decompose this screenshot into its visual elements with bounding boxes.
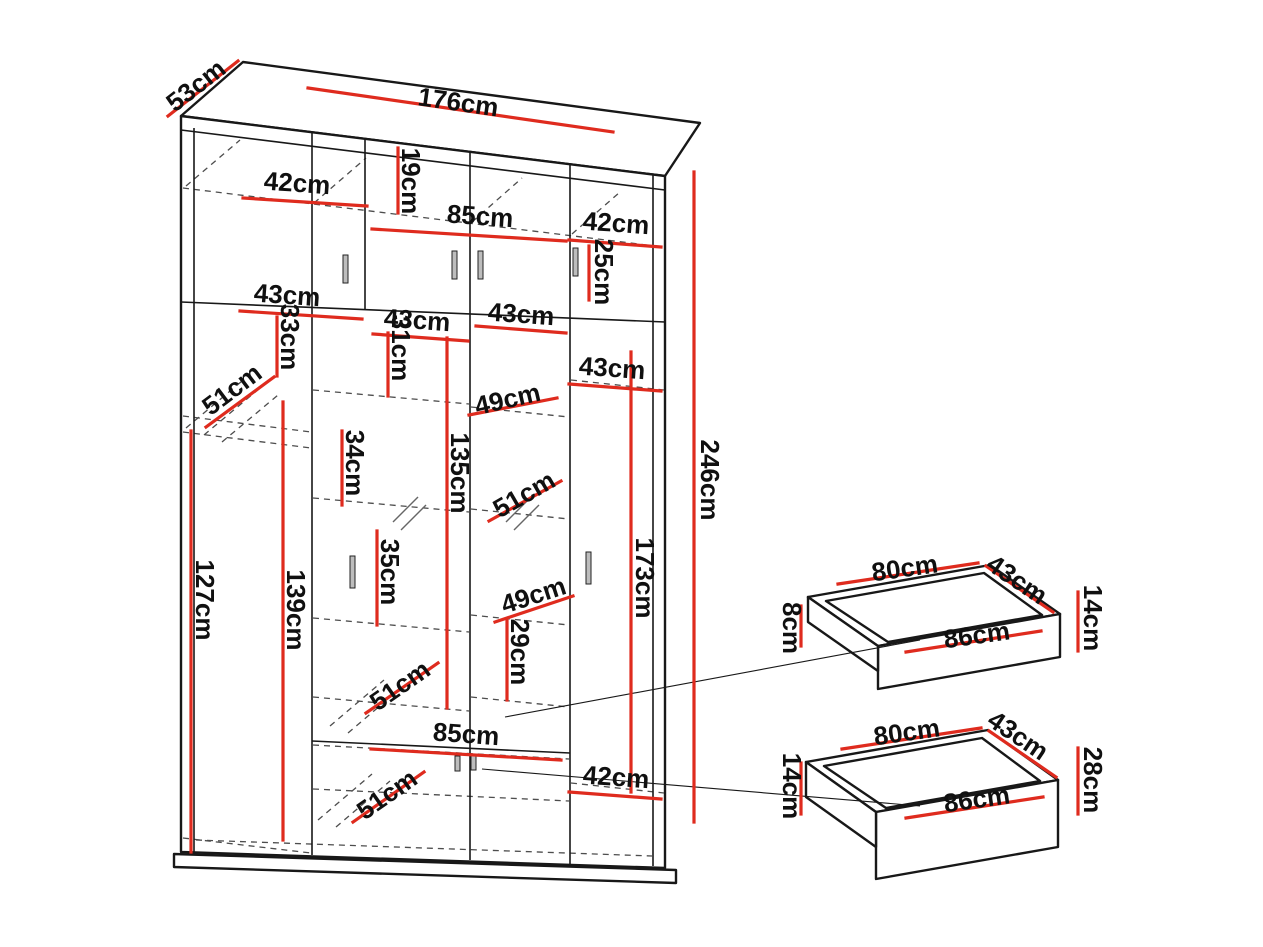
dim-label-drawer2-28: 28cm: [1078, 747, 1108, 814]
handle-icon: [470, 754, 477, 771]
dim-label-drawer1-14: 14cm: [1078, 585, 1108, 652]
dim-label-19: 19cm: [396, 148, 426, 215]
drawer-small-front: [876, 612, 1062, 691]
dimension-lines: [165, 58, 1080, 854]
dim-label-drawer2-14: 14cm: [777, 753, 807, 820]
dim-label-246: 246cm: [695, 440, 725, 521]
dim-label-33: 33cm: [275, 304, 305, 371]
wardrobe-body: [172, 60, 702, 885]
dim-line-85-top: [370, 227, 568, 243]
dim-line-51-bottom: [350, 769, 427, 825]
handle-icon: [349, 555, 356, 589]
dim-label-34: 34cm: [340, 430, 370, 497]
wardrobe-base: [172, 852, 678, 885]
dim-label-43-right: 43cm: [578, 351, 646, 386]
handle-icon: [342, 254, 349, 284]
dim-label-25: 25cm: [589, 239, 619, 306]
dim-line-drawer2-80: [840, 726, 983, 751]
dim-line-176: [306, 86, 615, 134]
handle-icon: [572, 247, 579, 277]
dim-line-43-right: [567, 382, 663, 393]
drawer-large: [804, 728, 1060, 881]
dim-label-31: 31cm: [386, 315, 416, 382]
dim-label-43-b: 43cm: [383, 303, 451, 338]
drawer-large-inner-bottom: [822, 736, 1042, 810]
dim-line-42-top-right: [567, 238, 663, 249]
dim-label-173: 173cm: [630, 538, 660, 619]
handle-icon: [454, 755, 461, 772]
callout-lines: [481, 639, 921, 807]
drawer-large-front: [874, 778, 1060, 881]
dim-label-85-bottom: 85cm: [432, 717, 500, 752]
dim-line-85-bottom: [369, 747, 563, 762]
dim-label-43-a: 43cm: [253, 278, 321, 313]
wardrobe-front-face: [179, 114, 667, 870]
wardrobe-interior-lines: [180, 128, 666, 866]
drawer-large-side: [804, 760, 878, 849]
dim-line-drawer1-43: [983, 563, 1056, 615]
handle-icon: [451, 250, 458, 280]
dim-line-drawer1-80: [836, 561, 980, 586]
dim-line-drawer2-86: [904, 795, 1045, 820]
dim-label-139: 139cm: [281, 570, 311, 651]
dim-line-51-low: [363, 660, 441, 716]
dim-label-85-top: 85cm: [446, 199, 514, 234]
dim-line-drawer1-86: [904, 629, 1043, 654]
callout-line-drawer-small: [504, 639, 921, 718]
door-handles: [342, 247, 592, 772]
drawer-small: [806, 563, 1062, 691]
handle-icon: [585, 551, 592, 585]
dim-line-53: [165, 58, 241, 119]
dim-line-drawer2-43: [986, 728, 1059, 780]
handle-icon: [477, 250, 484, 280]
dim-line-43-a: [238, 309, 364, 321]
callout-line-drawer-large: [481, 768, 921, 807]
dim-label-42-top-right: 42cm: [582, 206, 650, 241]
dim-label-43-c: 43cm: [487, 297, 555, 332]
dim-line-49-a: [467, 396, 559, 417]
drawer-small-side: [806, 595, 880, 673]
dim-label-42-bottom: 42cm: [582, 760, 650, 795]
dim-line-49-b: [492, 593, 576, 625]
dim-label-drawer1-8: 8cm: [777, 602, 807, 654]
dim-line-43-c: [474, 324, 568, 335]
dim-label-42-top-left: 42cm: [263, 166, 331, 201]
dim-label-29: 29cm: [505, 619, 535, 686]
dim-line-51-mid: [486, 478, 564, 524]
dimension-labels: 53cm 176cm 42cm 19cm 85cm 42cm 25cm 43cm…: [160, 53, 1108, 826]
dim-line-42-bottom: [567, 790, 663, 801]
dim-label-127: 127cm: [190, 560, 220, 641]
dim-line-42-top-left: [241, 196, 369, 208]
dim-line-51-left: [203, 374, 277, 430]
drawer-small-inner-bottom: [824, 571, 1044, 644]
dim-label-35: 35cm: [375, 539, 405, 606]
dim-label-135: 135cm: [445, 433, 475, 514]
